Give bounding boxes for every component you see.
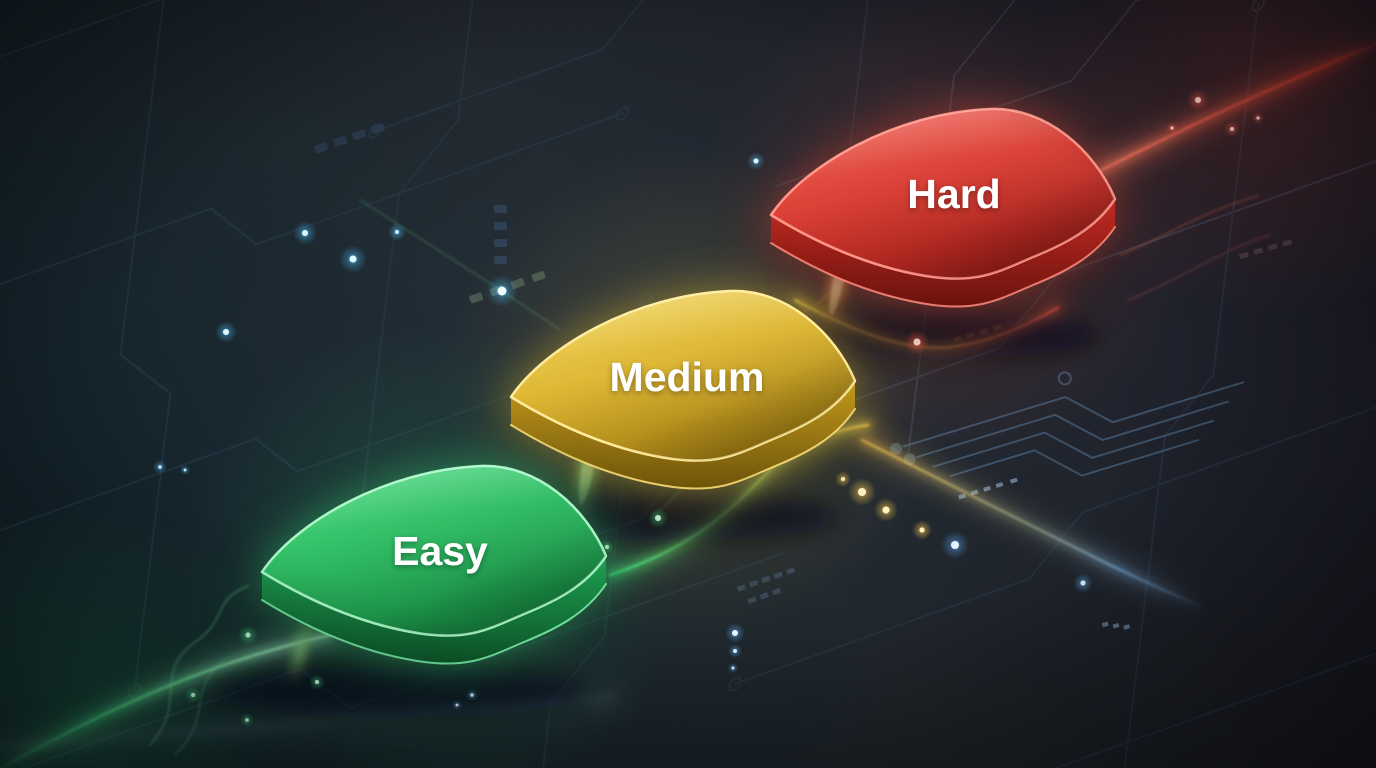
hard-label: Hard (907, 171, 1000, 217)
medium-label: Medium (610, 354, 765, 400)
difficulty-step-easy[interactable]: Easy (256, 452, 616, 687)
easy-label: Easy (392, 528, 488, 574)
